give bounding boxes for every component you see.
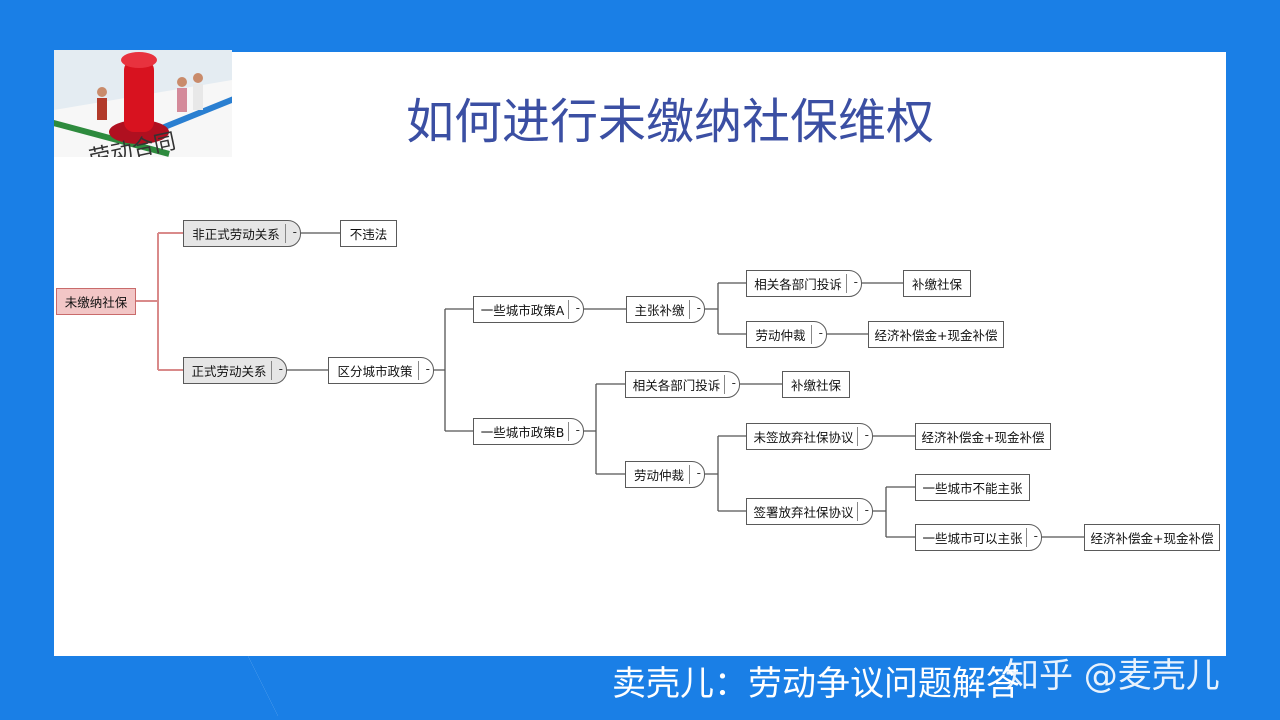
- node-label: 经济补偿金+现金补偿: [874, 328, 998, 343]
- node-policy-b[interactable]: 一些城市政策B: [473, 418, 584, 445]
- node-signed[interactable]: 签署放弃社保协议: [746, 498, 873, 525]
- node-label: 区分城市政策: [337, 364, 413, 379]
- node-label: 未签放弃社保协议: [753, 430, 854, 445]
- node-policy-a[interactable]: 一些城市政策A: [473, 296, 584, 323]
- node-label: 劳动仲裁: [633, 468, 684, 483]
- node-not-illegal[interactable]: 不违法: [340, 220, 397, 247]
- node-can-claim[interactable]: 一些城市可以主张: [915, 524, 1042, 551]
- slide-canvas: [54, 52, 1226, 656]
- contract-photo: 劳动合同: [54, 50, 232, 157]
- node-claim-pay[interactable]: 主张补缴: [626, 296, 705, 323]
- node-back-pay-b[interactable]: 补缴社保: [782, 371, 850, 398]
- node-label: 经济补偿金+现金补偿: [1090, 531, 1214, 546]
- node-arbitration-a[interactable]: 劳动仲裁: [746, 321, 827, 348]
- node-label: 主张补缴: [634, 303, 685, 318]
- node-label: 一些城市政策A: [480, 303, 565, 318]
- node-label: 相关各部门投诉: [632, 378, 721, 393]
- node-comp-c[interactable]: 经济补偿金+现金补偿: [1084, 524, 1220, 551]
- node-complain-b[interactable]: 相关各部门投诉: [625, 371, 740, 398]
- node-label: 签署放弃社保协议: [753, 505, 854, 520]
- watermark: 知乎 @麦壳儿: [1005, 656, 1220, 696]
- node-label: 经济补偿金+现金补偿: [921, 430, 1045, 445]
- node-label: 非正式劳动关系: [192, 227, 280, 242]
- node-comp-b[interactable]: 经济补偿金+现金补偿: [915, 423, 1051, 450]
- node-label: 补缴社保: [911, 277, 962, 292]
- node-label: 劳动仲裁: [755, 328, 806, 343]
- node-not-signed[interactable]: 未签放弃社保协议: [746, 423, 873, 450]
- node-label: 补缴社保: [790, 378, 841, 393]
- node-label: 正式劳动关系: [191, 364, 267, 379]
- footer-caption: 卖壳儿：劳动争议问题解答: [612, 664, 1020, 704]
- node-label: 未缴纳社保: [64, 295, 128, 310]
- node-city-policy[interactable]: 区分城市政策: [328, 357, 434, 384]
- node-comp-a[interactable]: 经济补偿金+现金补偿: [868, 321, 1004, 348]
- node-arbitration-b[interactable]: 劳动仲裁: [625, 461, 705, 488]
- node-formal[interactable]: 正式劳动关系: [183, 357, 287, 384]
- node-root[interactable]: 未缴纳社保: [56, 288, 136, 315]
- node-label: 一些城市不能主张: [922, 481, 1023, 496]
- node-label: 相关各部门投诉: [754, 277, 842, 292]
- node-label: 一些城市政策B: [480, 425, 565, 440]
- node-label: 一些城市可以主张: [922, 531, 1023, 546]
- node-cannot-claim[interactable]: 一些城市不能主张: [915, 474, 1030, 501]
- node-back-pay-a[interactable]: 补缴社保: [903, 270, 971, 297]
- node-label: 不违法: [349, 227, 388, 242]
- node-informal[interactable]: 非正式劳动关系: [183, 220, 301, 247]
- page-title: 如何进行未缴纳社保维权: [405, 94, 934, 150]
- node-complain-a[interactable]: 相关各部门投诉: [746, 270, 862, 297]
